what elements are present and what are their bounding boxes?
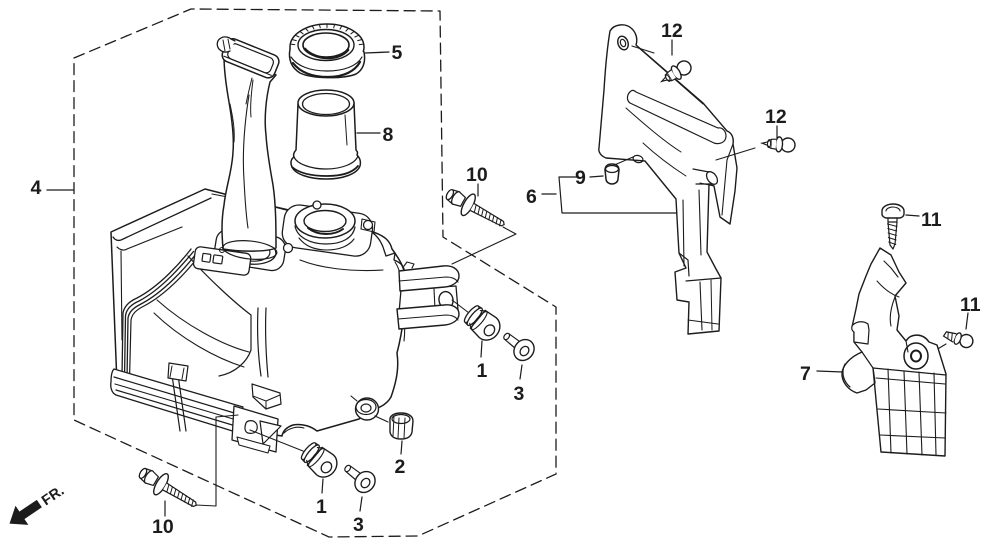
svg-text:10: 10: [466, 164, 488, 186]
svg-text:2: 2: [395, 456, 406, 478]
svg-text:1: 1: [477, 360, 488, 382]
svg-text:12: 12: [765, 106, 787, 128]
svg-text:7: 7: [800, 363, 811, 385]
svg-text:9: 9: [575, 167, 586, 189]
svg-text:11: 11: [921, 209, 942, 231]
svg-text:3: 3: [514, 383, 525, 405]
svg-text:4: 4: [31, 177, 42, 199]
svg-text:1: 1: [316, 496, 327, 518]
svg-text:8: 8: [383, 124, 394, 146]
svg-text:10: 10: [152, 516, 174, 538]
svg-text:6: 6: [526, 186, 537, 208]
svg-text:11: 11: [960, 294, 981, 316]
svg-text:3: 3: [353, 514, 364, 536]
svg-text:5: 5: [392, 42, 403, 64]
svg-text:12: 12: [661, 20, 683, 42]
